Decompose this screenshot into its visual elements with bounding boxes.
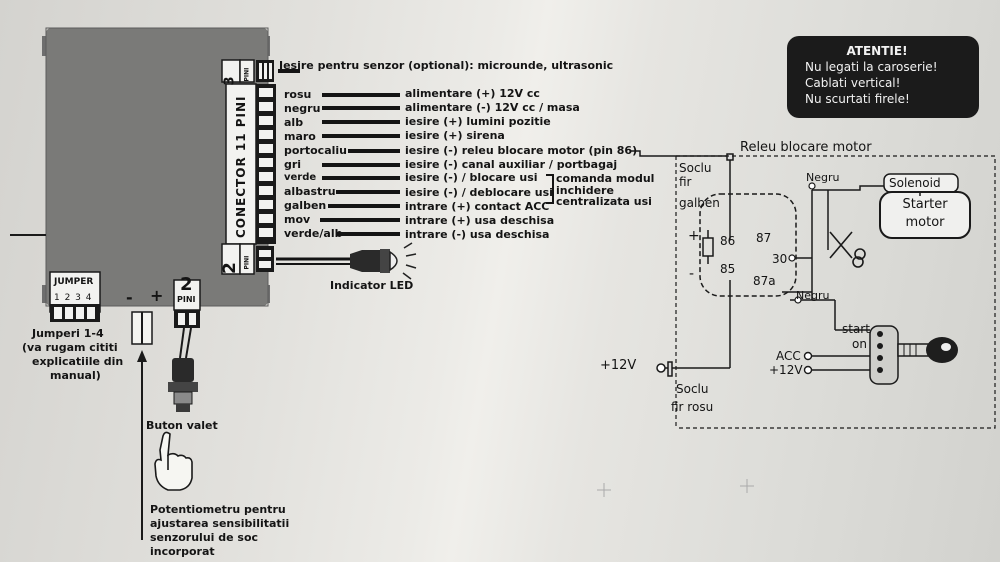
socket-red-label: fir rosu [671, 400, 714, 414]
wire-color: verde [284, 172, 317, 183]
relay-area [656, 155, 996, 429]
wire-description: alimentare (-) 12V cc / masa [405, 101, 580, 114]
wire-description: iesire (-) / blocare usi [405, 171, 538, 184]
wire-description: alimentare (+) 12V cc [405, 87, 540, 100]
wire-description: intrare (+) contact ACC [405, 200, 550, 213]
scissors-icon [829, 231, 866, 268]
wire-color: maro [284, 130, 316, 143]
jumper-numbers: 1 2 3 4 [54, 293, 93, 303]
wire-color: negru [284, 102, 321, 115]
jumper-caption: explicatiile din [32, 355, 124, 368]
negru-top-label: Negru [806, 171, 840, 184]
wire-color: verde/alb [284, 227, 343, 240]
wire-color: portocaliu [284, 144, 347, 157]
connector2-valet-number: 2 [180, 274, 193, 295]
wire-description: iesire (-) canal auxiliar / portbagaj [405, 158, 618, 171]
warning-line: Cablati vertical! [805, 76, 901, 90]
wire-color: gri [284, 158, 302, 171]
central-locking-bracket [546, 174, 554, 204]
relay-trigger-line [630, 150, 734, 170]
relay-pin-86: 86 [720, 234, 736, 248]
pot-note: Potentiometru pentru [150, 503, 286, 516]
start-label: start [842, 322, 870, 336]
relay-plus: + [688, 228, 700, 244]
valet-connector [168, 279, 201, 412]
relay-pin-30: 30 [772, 252, 788, 266]
pointing-hand-icon [154, 431, 193, 491]
warning-line: Nu scurtati firele! [805, 92, 910, 106]
connector3-number: 3 [222, 76, 238, 86]
pot-note: ajustarea sensibilitatii [150, 517, 290, 530]
solenoid-label: Solenoid [889, 176, 941, 190]
alarm-unit [10, 27, 270, 307]
registration-marks [597, 479, 754, 497]
wire-description: iesire (-) releu blocare motor (pin 86) [405, 144, 638, 157]
starter-label: Starter [902, 197, 948, 212]
warning-title: ATENTIE! [846, 44, 908, 58]
jumper-caption: (va rugam cititi [22, 341, 118, 354]
wire-color: albastru [284, 185, 336, 198]
jumper-title: JUMPER [54, 277, 94, 287]
relay-pin-87a: 87a [753, 274, 776, 288]
warning-line: Nu legati la caroserie! [805, 60, 938, 74]
connector-2-pins-led [221, 243, 274, 275]
led-label: Indicator LED [330, 279, 414, 292]
jumper-block [49, 271, 101, 322]
connector-3-pins [221, 59, 274, 83]
starter-label: motor [905, 215, 945, 230]
v12-label: +12V [769, 363, 803, 377]
on-label: on [852, 337, 867, 351]
acc-label: ACC [776, 349, 801, 363]
wire-description: intrare (-) usa deschisa [405, 228, 550, 241]
led-indicator [276, 242, 417, 280]
minus-sign: - [126, 288, 133, 307]
relay-minus: - [689, 266, 695, 282]
socket-yellow-label: galben [679, 196, 720, 210]
central-locking-label: comanda modul inchidere centralizata usi [556, 172, 655, 209]
wire-description: iesire (+) sirena [405, 129, 505, 142]
relay-pin-85: 85 [720, 262, 736, 276]
wire-description: iesire (-) / deblocare usi [405, 186, 553, 199]
wire-description: intrare (+) usa deschisa [405, 214, 555, 227]
negru-bottom-label: Negru [796, 289, 830, 302]
connector-11-pins [225, 83, 276, 245]
jumper-caption: Jumperi 1-4 [32, 327, 104, 340]
plus-sign: + [150, 286, 164, 305]
potentiometer [131, 311, 153, 540]
wire-color: mov [284, 213, 311, 226]
connector2-led-number: 2 [220, 262, 240, 274]
wire-lines [278, 69, 400, 236]
pot-note: senzorului de soc [150, 531, 259, 544]
jumper-caption: manual) [50, 369, 101, 382]
relay-pin-87: 87 [756, 231, 772, 245]
pot-note: incorporat [150, 545, 215, 558]
socket-yellow-label: Soclu [679, 161, 712, 175]
wire-color: rosu [284, 88, 312, 101]
connector3-pins-label: PINI [243, 67, 251, 82]
ignition-switch [803, 325, 958, 385]
connector3-label: Iesire pentru senzor (optional): microun… [279, 59, 614, 72]
solenoid-box [879, 173, 971, 239]
relay-title: Releu blocare motor [740, 140, 872, 155]
wire-color: alb [284, 116, 304, 129]
wire-description: iesire (+) lumini pozitie [405, 115, 551, 128]
valet-button-label: Buton valet [146, 419, 218, 432]
socket-red-label: Soclu [676, 382, 709, 396]
connector2-valet-pins-label: PINI [177, 295, 196, 304]
connector2-led-pins-label: PINI [243, 255, 251, 270]
wire-color: galben [284, 199, 327, 212]
connector11-title: CONECTOR 11 PINI [234, 95, 248, 238]
socket-yellow-label: fir [679, 175, 692, 189]
relay-supply-label: +12V [600, 358, 637, 373]
warning-box: ATENTIE! Nu legati la caroserie! Cablati… [787, 36, 979, 118]
